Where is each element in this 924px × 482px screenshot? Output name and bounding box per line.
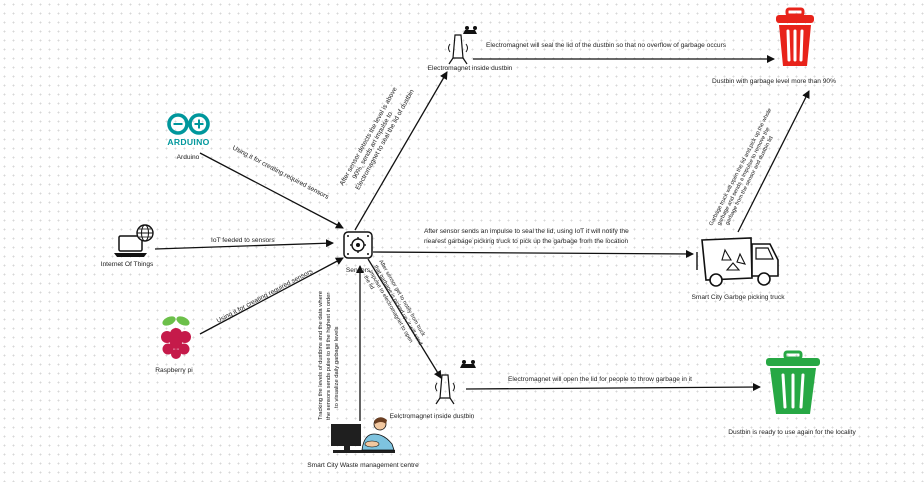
edge-label-centre-2: the sensors sends pulse to fill the high…: [326, 293, 332, 420]
arduino-caption: Arduino: [177, 154, 200, 161]
edge-electromagnet-bottom-to-ready-bin: Electromagnet will open the lid for peop…: [465, 376, 761, 392]
edge-label-raspberry: Using it for creating required sensors: [216, 268, 315, 325]
sensors-caption: Sensors: [346, 267, 371, 274]
electromagnet-bottom-caption: Eelctromagnet inside dustbin: [390, 413, 475, 420]
node-full-dustbin: Dustbin with garbage level more than 90%: [712, 7, 836, 85]
red-dustbin-icon: [776, 7, 814, 66]
edge-centre-to-sensors: Tracking the levels of dustbins and the …: [318, 265, 364, 421]
electromagnet-antenna-icon: [435, 360, 476, 405]
edge-label-truck-bin-2: garbage and sends a impulse to remove th…: [716, 127, 771, 227]
edge-label-arduino: Using it for creating required sensors: [231, 145, 330, 202]
node-sensors: Sensors: [343, 231, 373, 274]
edge-label-centre-1: Tracking the levels of dustbins and the …: [318, 291, 324, 420]
edge-arduino-to-sensors: Using it for creating required sensors: [199, 145, 344, 229]
edge-label-seal-lid: Electromagnet will seal the lid of the d…: [486, 42, 727, 49]
node-waste-management-centre: Smart City Waste management centre: [307, 417, 419, 469]
edge-label-em-bottom-2: that garbage is picked up, it will send: [372, 264, 423, 346]
node-electromagnet-bottom: Eelctromagnet inside dustbin: [390, 360, 476, 420]
centre-caption: Smart City Waste management centre: [307, 462, 419, 469]
edge-electromagnet-top-to-full-bin: Electromagnet will seal the lid of the d…: [473, 42, 775, 63]
edge-sensors-to-truck: After sensor sends an impulse to seal th…: [372, 228, 694, 258]
garbage-truck-icon: [696, 237, 779, 287]
raspberry-pi-icon: [161, 316, 191, 359]
arduino-logo: ARDUINO: [167, 113, 210, 147]
electromagnet-top-caption: Electromagnet inside dustbin: [428, 65, 513, 72]
edge-truck-to-electromagnet-bottom: After sensor get to notify from truck th…: [362, 258, 442, 379]
edge-label-truck-2: nearest garbage picking truck to pick up…: [424, 238, 628, 245]
electromagnet-antenna-icon: [448, 26, 477, 65]
truck-caption: Smart City Garbge picking truck: [691, 294, 785, 301]
iot-caption: Internet Of Things: [101, 261, 154, 268]
edge-label-open-lid: Electromagnet will open the lid for peop…: [508, 376, 692, 383]
node-ready-dustbin: Dustbin is ready to use again for the lo…: [728, 350, 856, 436]
full-dustbin-caption: Dustbin with garbage level more than 90%: [712, 78, 836, 85]
node-arduino: ARDUINO Arduino: [167, 113, 210, 161]
green-dustbin-icon: [766, 350, 820, 414]
edge-label-truck-1: After sensor sends an impulse to seal th…: [424, 228, 629, 235]
node-iot: Internet Of Things: [101, 224, 154, 268]
sensor-chip-icon: [343, 231, 373, 259]
laptop-globe-icon: [114, 224, 154, 257]
edge-label-centre-3: to visualize daily garbage levels: [334, 326, 340, 408]
edge-iot-to-sensors: IoT feeded to sensors: [154, 237, 334, 250]
raspberry-pi-caption: Raspberry pi: [155, 367, 193, 374]
node-electromagnet-top: Electromagnet inside dustbin: [428, 26, 513, 72]
node-raspberry-pi: Raspberry pi: [155, 316, 193, 374]
ready-dustbin-caption: Dustbin is ready to use again for the lo…: [728, 429, 856, 436]
edge-sensors-to-electromagnet-top: After sensor detects the level is above …: [339, 71, 448, 231]
node-truck: Smart City Garbge picking truck: [691, 237, 785, 301]
person-at-computer-icon: [331, 417, 395, 453]
edge-truck-to-full-bin: Garbage truck will open the lid and pick…: [708, 90, 810, 233]
edge-label-iot: IoT feeded to sensors: [211, 237, 275, 244]
edge-label-truck-bin-1: Garbage truck will open the lid and pick…: [708, 108, 773, 227]
arduino-logo-text: ARDUINO: [167, 137, 209, 147]
